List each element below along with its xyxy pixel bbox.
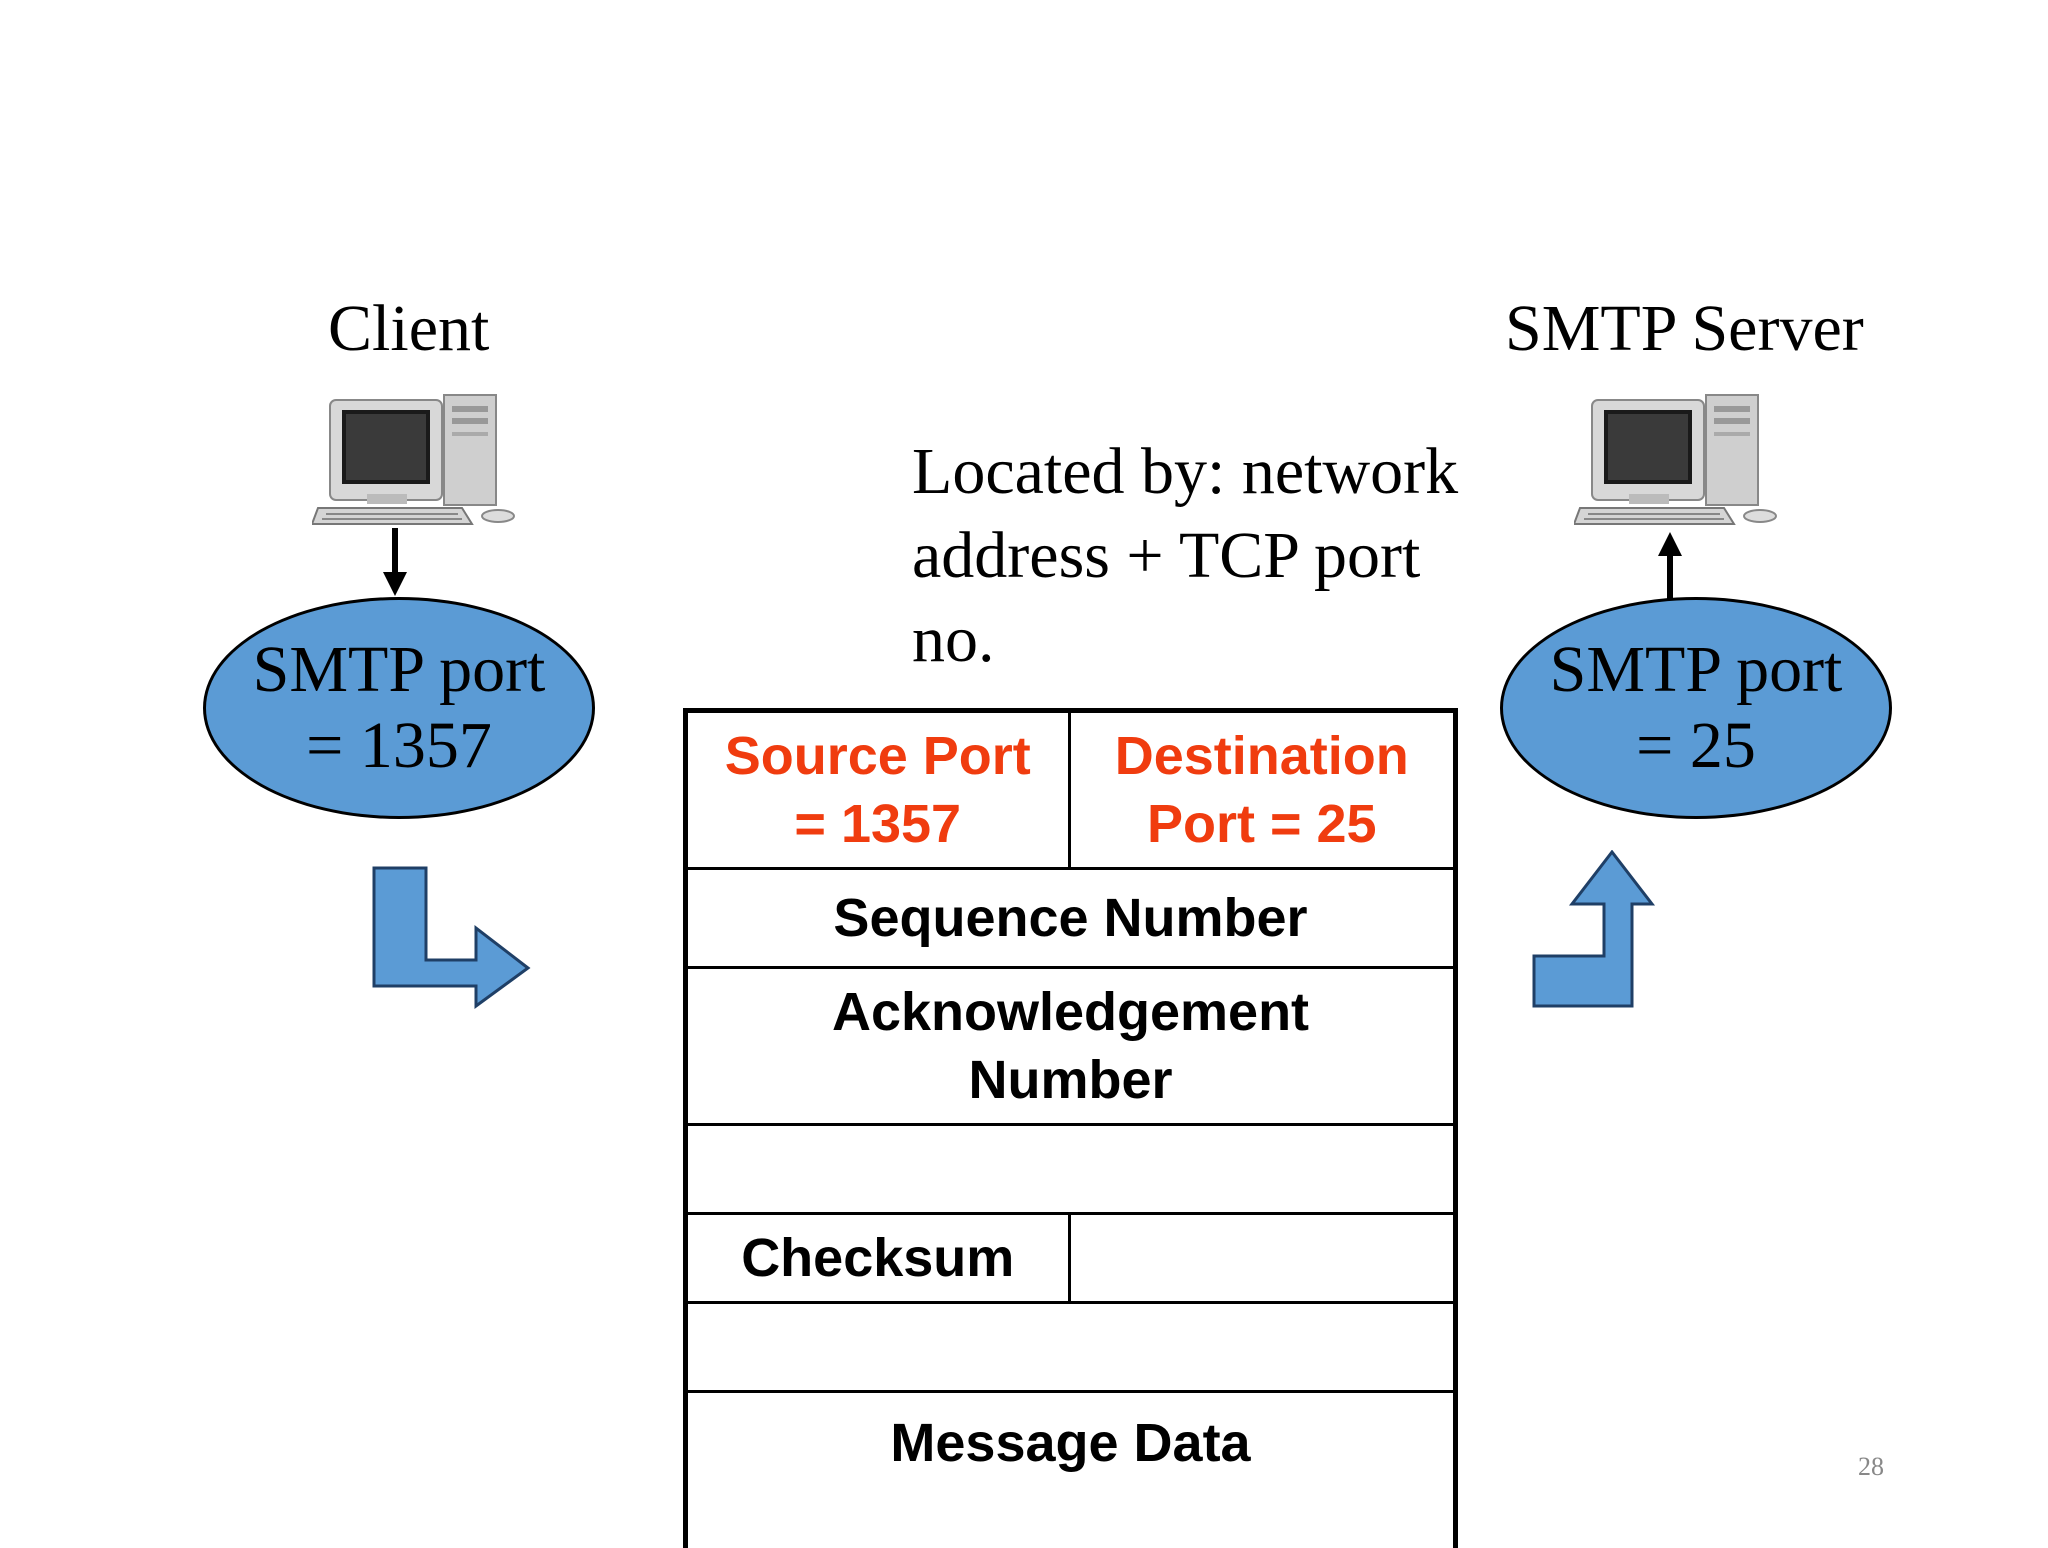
tcp-row-sequence: Sequence Number [688, 870, 1453, 969]
located-by-text: Located by: network address + TCP port n… [912, 430, 1512, 682]
located-by-line1: Located by: network [912, 435, 1459, 508]
server-title: SMTP Server [1505, 292, 1864, 365]
client-smtp-port-ellipse: SMTP port = 1357 [203, 597, 595, 819]
source-port-value: = 1357 [794, 794, 962, 854]
sequence-number-cell: Sequence Number [833, 888, 1308, 948]
server-computer-icon [1574, 394, 1777, 525]
tcp-row-message: Message Data [688, 1393, 1453, 1493]
located-by-line3: no. [912, 603, 995, 676]
client-port-value: = 1357 [306, 709, 492, 782]
tcp-row-ports: Source Port = 1357 Destination Port = 25 [688, 713, 1453, 870]
source-port-label: Source Port [724, 726, 1031, 786]
client-port-label: SMTP port [252, 633, 546, 706]
tcp-row-checksum: Checksum [688, 1215, 1453, 1304]
acknowledgement-number-cell: Acknowledgement Number [688, 969, 1453, 1123]
ack-label-line1: Acknowledgement [831, 982, 1310, 1042]
server-bent-arrow-icon [1532, 850, 1656, 1008]
ack-label-line2: Number [968, 1050, 1173, 1110]
server-port-label: SMTP port [1549, 633, 1843, 706]
tcp-header-diagram: Source Port = 1357 Destination Port = 25… [683, 708, 1458, 1548]
source-port-cell: Source Port = 1357 [688, 713, 1071, 867]
client-down-arrow-icon [383, 528, 407, 596]
tcp-row-empty-1 [688, 1126, 1453, 1215]
destination-port-value: Port = 25 [1146, 794, 1377, 854]
tcp-row-ack: Acknowledgement Number [688, 969, 1453, 1126]
checksum-adjacent-empty-cell [1071, 1215, 1454, 1301]
located-by-line2: address + TCP port [912, 519, 1421, 592]
server-smtp-port-ellipse: SMTP port = 25 [1500, 597, 1892, 819]
client-title: Client [328, 292, 490, 365]
client-computer-icon [312, 394, 515, 525]
checksum-cell: Checksum [688, 1215, 1071, 1301]
message-data-cell: Message Data [890, 1413, 1251, 1473]
server-port-value: = 25 [1636, 709, 1756, 782]
destination-port-cell: Destination Port = 25 [1071, 713, 1454, 867]
page-number: 28 [1858, 1452, 1884, 1481]
client-bent-arrow-icon [372, 866, 531, 1009]
tcp-row-empty-2 [688, 1304, 1453, 1393]
destination-port-label: Destination [1114, 726, 1409, 786]
